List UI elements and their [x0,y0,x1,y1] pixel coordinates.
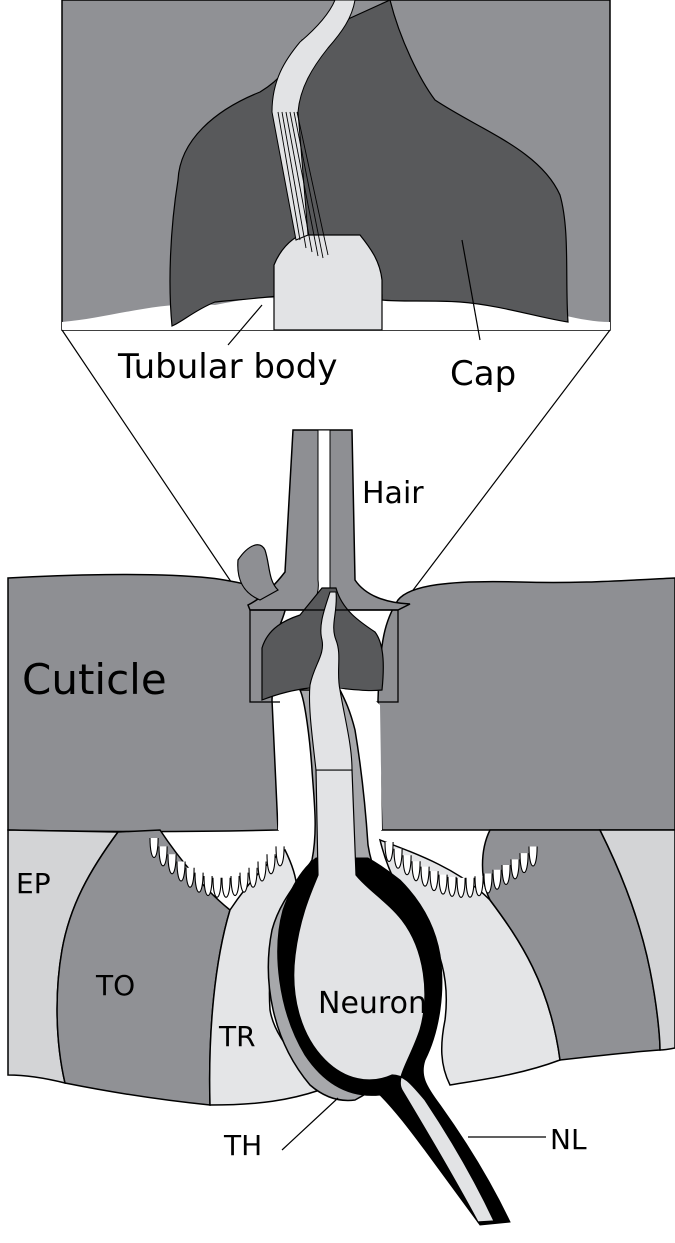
microvillus [204,876,212,896]
microvillus [484,874,492,894]
microvillus [511,859,519,879]
label-ep: EP [16,867,51,900]
microvillus [168,854,176,874]
inset-panel [62,0,610,345]
microvillus [267,854,275,874]
microvillus [213,878,221,898]
microvillus [403,855,411,875]
microvillus [240,873,248,893]
label-cap: Cap [450,354,516,394]
microvillus [529,847,537,867]
microvillus [520,853,528,873]
label-tr: TR [218,1020,256,1053]
microvillus [502,865,510,885]
label-to: TO [95,969,135,1002]
microvillus [159,846,167,866]
label-th: TH [223,1129,262,1162]
microvillus [222,878,230,898]
label-cuticle: Cuticle [22,655,167,704]
microvillus [394,849,402,869]
microvillus [493,870,501,890]
microvillus [177,862,185,882]
microvillus [457,878,465,898]
microvillus [258,862,266,882]
microvillus [412,861,420,881]
microvillus [448,877,456,897]
label-hair: Hair [362,476,424,511]
microvillus [430,871,438,891]
microvillus [150,838,158,858]
microvillus [195,873,203,893]
microvillus [276,846,284,866]
cuticle-right [378,578,675,830]
microvillus [421,867,429,887]
microvillus [466,878,474,898]
label-neuron: Neuron [318,986,427,1021]
label-nl: NL [550,1123,587,1156]
tubular-body [274,235,382,330]
label-tubular-body: Tubular body [117,347,337,387]
microvillus [186,868,194,888]
microvillus [439,875,447,895]
microvillus [249,868,257,888]
microvillus [475,876,483,896]
microvillus [231,876,239,896]
microvillus [385,842,393,862]
